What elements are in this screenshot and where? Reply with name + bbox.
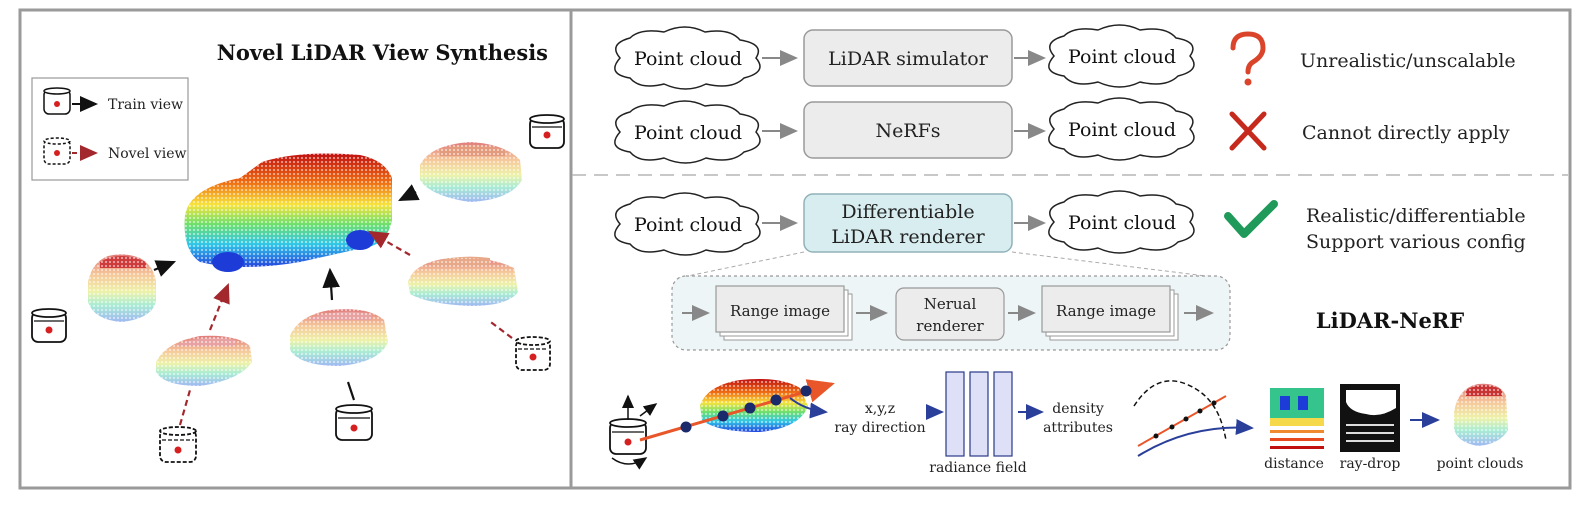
ray-drop-image bbox=[1340, 384, 1400, 452]
method-name: LiDAR-NeRF bbox=[1316, 308, 1464, 333]
sensor-top-right-icon bbox=[529, 114, 565, 149]
left-panel-title: Novel LiDAR View Synthesis bbox=[217, 40, 548, 65]
bottom-sensor-icon bbox=[609, 394, 658, 470]
row-1-output-label: Point cloud bbox=[1068, 46, 1176, 68]
novel-view-sensor-icon bbox=[43, 137, 71, 165]
ray-drop-label: ray-drop bbox=[1340, 456, 1401, 472]
question-mark-icon bbox=[1230, 31, 1266, 86]
point-clouds-label: point clouds bbox=[1437, 456, 1524, 472]
range-image-output-box bbox=[1041, 285, 1171, 333]
sensor-left-icon bbox=[31, 308, 67, 343]
central-car-point-cloud bbox=[184, 153, 392, 272]
row-3-method-label-line1: Differentiable bbox=[841, 201, 974, 223]
legend-train-label: Train view bbox=[108, 97, 183, 113]
row-1-input-cloud bbox=[614, 26, 761, 90]
neural-renderer-label-line2: renderer bbox=[916, 317, 984, 335]
row-1-output-cloud bbox=[1048, 24, 1195, 88]
car-bottom-center-point-cloud bbox=[290, 309, 388, 366]
row-1-verdict: Unrealistic/unscalable bbox=[1300, 50, 1516, 72]
neural-renderer-label-line1: Nerual bbox=[924, 295, 977, 313]
row-3-output-cloud bbox=[1048, 190, 1195, 254]
ray-inputs-line2: ray direction bbox=[834, 420, 925, 436]
legend-novel-label: Novel view bbox=[108, 146, 186, 162]
field-outputs-line2: attributes bbox=[1043, 420, 1113, 436]
row-3-method-label-line2: LiDAR renderer bbox=[831, 226, 985, 248]
row-2-input-cloud bbox=[614, 100, 761, 164]
sensor-bottom-left-novel-icon bbox=[159, 426, 197, 463]
radiance-field-label: radiance field bbox=[929, 460, 1027, 476]
range-image-input-box bbox=[715, 285, 845, 333]
distance-label: distance bbox=[1264, 456, 1324, 472]
row-3-method-box bbox=[803, 193, 1013, 253]
row-1-method-label: LiDAR simulator bbox=[828, 48, 989, 70]
view-legend: Train view Novel view bbox=[31, 77, 189, 181]
row-2-verdict: Cannot directly apply bbox=[1302, 122, 1510, 144]
volume-rendering-curve bbox=[1133, 380, 1254, 457]
row-3-verdict-line1: Realistic/differentiable bbox=[1306, 205, 1526, 227]
sensor-bottom-center-icon bbox=[335, 404, 373, 441]
row-1-input-label: Point cloud bbox=[634, 48, 742, 70]
row-3: Point cloud Differentiable LiDAR rendere… bbox=[614, 190, 1526, 256]
distance-map-image bbox=[1266, 384, 1326, 452]
field-outputs-line1: density bbox=[1052, 401, 1104, 417]
output-point-cloud bbox=[1454, 383, 1508, 446]
row-2-method-box bbox=[803, 101, 1013, 159]
row-2-output-label: Point cloud bbox=[1068, 119, 1176, 141]
cross-icon bbox=[1229, 111, 1267, 151]
range-image-output-label: Range image bbox=[1056, 302, 1156, 320]
train-view-sensor-icon bbox=[43, 87, 71, 115]
right-panel-frame bbox=[569, 8, 1572, 490]
ray-inputs-line1: x,y,z bbox=[865, 401, 895, 417]
renderer-pipeline: Range image Nerual renderer Range image bbox=[671, 251, 1231, 351]
sensor-right-novel-icon bbox=[515, 336, 551, 371]
ray-with-samples bbox=[639, 379, 835, 442]
row-2-method-label: NeRFs bbox=[875, 120, 940, 142]
check-icon bbox=[1224, 200, 1278, 238]
row-3-verdict-line2: Support various config bbox=[1306, 231, 1526, 253]
row-3-input-cloud bbox=[614, 192, 761, 256]
row-2-input-label: Point cloud bbox=[634, 122, 742, 144]
car-bottom-left-point-cloud bbox=[156, 335, 252, 386]
row-2-output-cloud bbox=[1048, 97, 1195, 161]
row-3-output-label: Point cloud bbox=[1068, 212, 1176, 234]
radiance-field-network bbox=[945, 371, 1013, 457]
left-panel-view-arrows bbox=[153, 184, 513, 426]
row-3-input-label: Point cloud bbox=[634, 214, 742, 236]
car-left-point-cloud bbox=[88, 254, 156, 322]
row-2: Point cloud NeRFs Point cloud Cannot dir… bbox=[614, 97, 1510, 164]
car-right-point-cloud bbox=[408, 256, 518, 306]
car-top-right-point-cloud bbox=[420, 142, 522, 202]
neural-renderer-box bbox=[895, 287, 1005, 341]
row-1-method-box bbox=[803, 29, 1013, 87]
row-1: Point cloud LiDAR simulator Point cloud … bbox=[614, 24, 1516, 90]
range-image-input-label: Range image bbox=[730, 302, 830, 320]
